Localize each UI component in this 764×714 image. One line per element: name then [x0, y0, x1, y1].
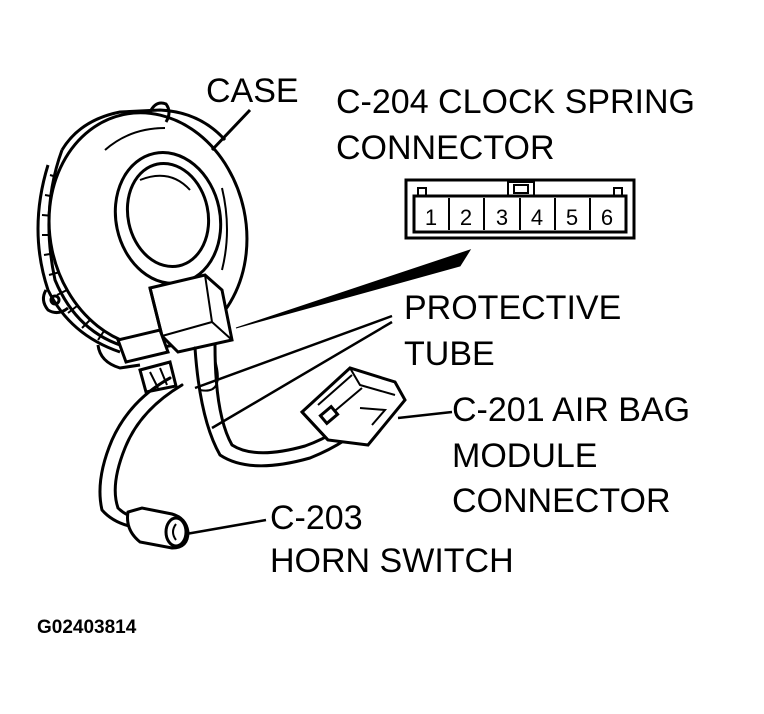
pin-number: 6 — [601, 205, 613, 230]
protective-tube-label-line1: PROTECTIVE — [404, 289, 621, 327]
pin-number: 5 — [566, 205, 578, 230]
airbag-connector-plug — [299, 366, 407, 447]
horn-label-line2: HORN SWITCH — [270, 542, 514, 580]
protective-tube-label-line2: TUBE — [404, 335, 495, 373]
clock-spring-case — [36, 101, 249, 370]
pin-number: 4 — [531, 205, 543, 230]
c204-pin-numbers: 1 2 3 4 5 6 — [425, 205, 613, 230]
c204-connector-face — [404, 178, 636, 240]
leader-lines — [185, 108, 472, 536]
case-connector-block — [116, 273, 234, 394]
clock-spring-label-line1: C-204 CLOCK SPRING — [336, 83, 695, 121]
figure-id: G02403814 — [37, 617, 137, 638]
pin-number: 1 — [425, 205, 437, 230]
horn-label-line1: C-203 — [270, 499, 363, 537]
pin-number: 3 — [496, 205, 508, 230]
pin-number: 2 — [460, 205, 472, 230]
airbag-label-line2: MODULE — [452, 437, 597, 475]
clock-spring-label-line2: CONNECTOR — [336, 129, 555, 167]
airbag-label-line3: CONNECTOR — [452, 482, 671, 520]
horn-switch-plug — [126, 506, 190, 550]
case-label: CASE — [206, 72, 299, 110]
airbag-label-line1: C-201 AIR BAG — [452, 391, 690, 429]
wire-harness — [98, 343, 347, 530]
